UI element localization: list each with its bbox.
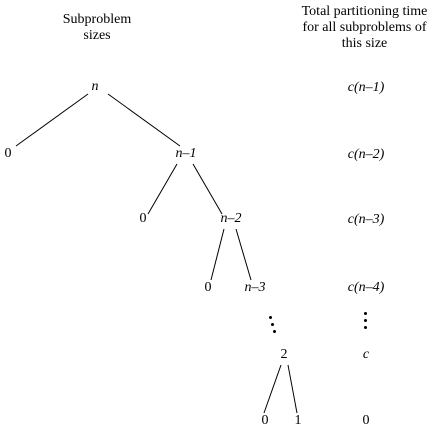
ellipsis-dot-tree-2 <box>271 323 274 326</box>
edge-n1-0 <box>147 163 178 215</box>
cost-level-1: c(n–1) <box>347 80 385 95</box>
node-zero-level2: 0 <box>139 211 147 226</box>
cost-level-3: c(n–3) <box>347 212 385 227</box>
ellipsis-dot-cost-2 <box>364 319 367 322</box>
cost-level-2: c(n–2) <box>347 147 385 162</box>
edge-n2-0 <box>210 228 225 281</box>
ellipsis-dot-tree-1 <box>269 316 272 319</box>
node-zero-level3: 0 <box>204 280 212 295</box>
node-two: 2 <box>280 347 288 362</box>
cost-level-4: c(n–4) <box>347 280 385 295</box>
edge-n-0 <box>15 93 89 147</box>
edge-n1-n2 <box>192 163 223 215</box>
edge-n2-n3 <box>235 228 252 281</box>
node-zero-level1: 0 <box>4 146 12 161</box>
cost-level-c: c <box>362 347 370 362</box>
edge-2-0 <box>263 364 282 414</box>
node-one-leaf: 1 <box>294 413 302 428</box>
node-zero-leaf: 0 <box>261 413 269 428</box>
subproblem-sizes-header: Subproblem sizes <box>62 12 132 43</box>
node-n: n <box>91 79 99 94</box>
partitioning-time-header: Total partitioning time for all subprobl… <box>301 4 428 51</box>
ellipsis-dot-cost-3 <box>364 326 367 329</box>
cost-level-zero: 0 <box>362 413 370 428</box>
node-n-minus-3: n–3 <box>244 280 266 295</box>
ellipsis-dot-cost-1 <box>364 312 367 315</box>
edge-2-1 <box>287 364 298 414</box>
ellipsis-dot-tree-3 <box>273 330 276 333</box>
node-n-minus-1: n–1 <box>175 146 197 161</box>
node-n-minus-2: n–2 <box>220 211 242 226</box>
edge-n-n1 <box>107 93 181 147</box>
